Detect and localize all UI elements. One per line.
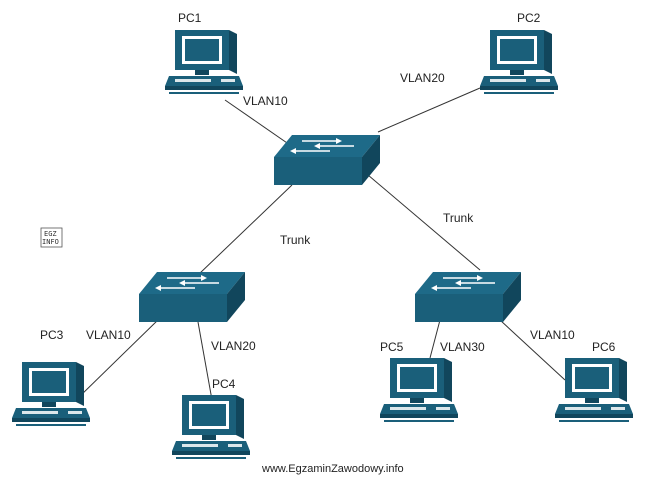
pc1-link-label: VLAN10	[243, 94, 288, 108]
pc3-label: PC3	[40, 328, 64, 342]
pc5-link-label: VLAN30	[440, 340, 485, 354]
pc5-label: PC5	[380, 340, 404, 354]
link-pc3-left	[77, 317, 161, 399]
pc6-link-label: VLAN10	[530, 328, 575, 342]
pc4-icon	[172, 395, 250, 459]
pc2-link-label: VLAN20	[400, 71, 445, 85]
pc4-label: PC4	[212, 377, 236, 391]
watermark-logo: EGZ INFO	[40, 227, 63, 248]
pc2-icon	[480, 30, 558, 94]
watermark-line2: INFO	[42, 238, 59, 246]
watermark-line1: EGZ	[44, 230, 57, 238]
pc2-label: PC2	[517, 11, 541, 25]
core-switch-icon	[273, 134, 381, 186]
pc6-label: PC6	[592, 340, 616, 354]
pc1-label: PC1	[178, 11, 202, 25]
link-pc4-left	[197, 321, 213, 401]
pc5-icon	[380, 358, 458, 422]
trunk-right-line	[367, 174, 481, 271]
links	[77, 87, 566, 401]
link-pc1-core	[224, 99, 291, 146]
link-pc6-right	[499, 319, 566, 381]
pc1-icon	[165, 30, 243, 94]
link-pc2-core	[377, 87, 481, 133]
trunk-right-label: Trunk	[443, 211, 474, 225]
pc4-link-label: VLAN20	[211, 339, 256, 353]
trunk-left-line	[197, 184, 293, 276]
footer-url: www.EgzaminZawodowy.info	[261, 463, 404, 475]
left-switch-icon	[138, 271, 246, 323]
pc3-icon	[12, 362, 90, 426]
trunk-left-label: Trunk	[280, 233, 311, 247]
link-pc5-right	[429, 319, 441, 359]
pc6-icon	[555, 358, 633, 422]
pc3-link-label: VLAN10	[86, 328, 131, 342]
right-switch-icon	[414, 271, 522, 323]
